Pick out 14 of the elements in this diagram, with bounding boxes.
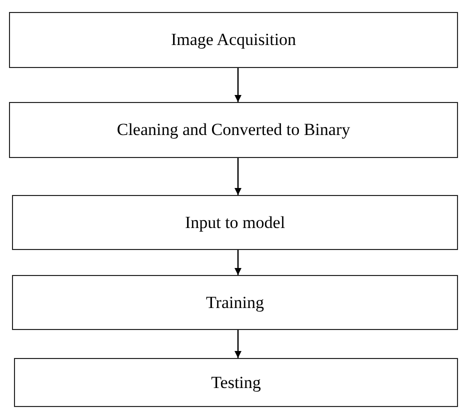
step-label: Image Acquisition bbox=[170, 29, 296, 51]
arrow bbox=[234, 68, 242, 102]
step-label: Cleaning and Converted to Binary bbox=[116, 119, 350, 141]
step-label: Testing bbox=[211, 372, 261, 394]
process-box bbox=[12, 195, 458, 250]
arrow bbox=[234, 250, 242, 275]
process-box bbox=[9, 102, 458, 158]
process-box bbox=[14, 358, 458, 407]
step-label: Input to model bbox=[184, 212, 286, 234]
arrow bbox=[234, 158, 242, 195]
step-label: Training bbox=[206, 292, 264, 314]
process-box bbox=[12, 275, 458, 330]
arrow bbox=[234, 330, 242, 358]
process-box bbox=[9, 12, 458, 68]
